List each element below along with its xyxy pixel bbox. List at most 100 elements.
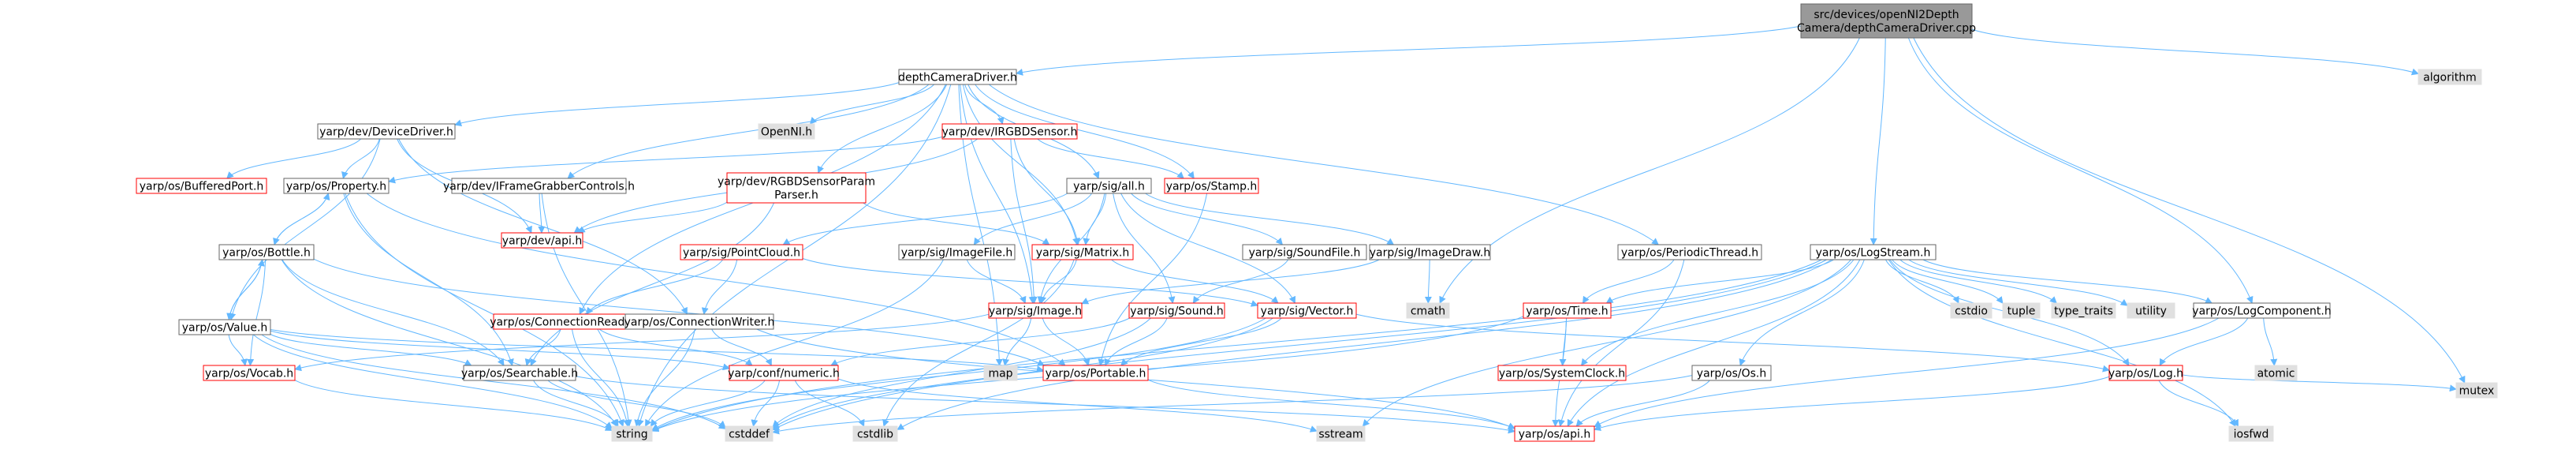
- node-root[interactable]: src/devices/openNI2DepthCamera/depthCame…: [1797, 3, 1976, 39]
- edge-Bottle_h-to-Property_h: [274, 193, 330, 245]
- node-SoundFile-h[interactable]: yarp/sig/SoundFile.h: [1242, 244, 1367, 260]
- node-Log-h[interactable]: yarp/os/Log.h: [2108, 365, 2183, 381]
- node-label: yarp/sig/Image.h: [989, 305, 1082, 318]
- node-box: [1617, 244, 1762, 260]
- node-label: atomic: [2257, 368, 2295, 380]
- node-label: yarp/dev/RGBDSensorParam: [718, 176, 875, 189]
- node-Value-h[interactable]: yarp/os/Value.h: [178, 319, 271, 335]
- node-label: yarp/os/Bottle.h: [222, 247, 311, 260]
- node-Stamp-h[interactable]: yarp/os/Stamp.h: [1164, 178, 1259, 194]
- edge-LogStream_h-to-cstdlib: [897, 259, 1832, 430]
- edge-sig_all_h-to-ImageFile_h: [973, 193, 1093, 245]
- node-box: [1164, 178, 1259, 194]
- node-BufferedPort-h[interactable]: yarp/os/BufferedPort.h: [136, 178, 267, 194]
- edge-Os_h-to-os_api_h: [1575, 380, 1710, 427]
- node-Vocab-h[interactable]: yarp/os/Vocab.h: [203, 365, 296, 381]
- node-label: yarp/conf/numeric.h: [728, 368, 840, 380]
- node-Vector-h[interactable]: yarp/sig/Vector.h: [1257, 302, 1357, 319]
- node-box: [1042, 365, 1149, 381]
- node-ConnectionWriter-h[interactable]: yarp/os/ConnectionWriter.h: [624, 313, 775, 330]
- node-sig-all-h[interactable]: yarp/sig/all.h: [1066, 178, 1152, 194]
- edge-depthCameraDriver_h-to-RGBDSensorParamParser_h: [817, 84, 948, 174]
- edge-PointCloud_h-to-ConnectionReader_h: [586, 259, 724, 315]
- node-box: [1369, 244, 1491, 260]
- node-label: yarp/sig/Vector.h: [1261, 305, 1354, 318]
- node-Sound-h[interactable]: yarp/sig/Sound.h: [1128, 302, 1225, 319]
- node-utility: utility: [2127, 302, 2175, 319]
- node-Matrix-h[interactable]: yarp/sig/Matrix.h: [1031, 244, 1134, 260]
- node-os-api-h[interactable]: yarp/os/api.h: [1514, 425, 1595, 442]
- edge-Value_h-to-Bottle_h: [228, 259, 265, 320]
- node-iosfwd: iosfwd: [2228, 425, 2274, 442]
- edge-depthCameraDriver_h-to-IFrameGrabberControls_h: [567, 84, 930, 179]
- node-box: [463, 365, 576, 381]
- node-LogStream-h[interactable]: yarp/os/LogStream.h: [1810, 244, 1937, 260]
- node-box: [2418, 69, 2482, 85]
- edge-PointCloud_h-to-Vector_h: [802, 258, 1258, 307]
- node-box: [758, 123, 815, 140]
- node-Searchable-h[interactable]: yarp/os/Searchable.h: [461, 365, 578, 381]
- node-PointCloud-h[interactable]: yarp/sig/PointCloud.h: [680, 244, 803, 260]
- node-label: yarp/dev/IFrameGrabberControls.h: [443, 181, 635, 193]
- node-dev-api-h[interactable]: yarp/dev/api.h: [501, 232, 583, 249]
- node-box: [680, 244, 803, 260]
- edge-root-to-LogComponent_h: [1907, 37, 2254, 304]
- edge-LogStream_h-to-type_traits: [1899, 259, 2057, 304]
- node-Image-h[interactable]: yarp/sig/Image.h: [988, 302, 1083, 319]
- edge-LogStream_h-to-Os_h: [1739, 259, 1865, 366]
- node-ConnectionReader-h[interactable]: yarp/os/ConnectionReader.h: [490, 313, 646, 330]
- node-box: [611, 425, 653, 442]
- node-box: [2002, 302, 2041, 319]
- edge-ImageDraw_h-to-Image_h: [1081, 259, 1380, 305]
- edge-ConnectionReader_h-to-string: [571, 328, 631, 427]
- node-label: yarp/sig/Matrix.h: [1036, 247, 1129, 260]
- edge-Vector_h-to-Log_h: [1355, 313, 2110, 373]
- node-label: yarp/os/Property.h: [286, 181, 386, 193]
- edge-LogStream_h-to-os_api_h: [1567, 259, 1861, 427]
- node-SystemClock-h[interactable]: yarp/os/SystemClock.h: [1497, 365, 1627, 381]
- node-depthCameraDriver-h[interactable]: depthCameraDriver.h: [898, 69, 1017, 85]
- node-Time-h[interactable]: yarp/os/Time.h: [1523, 302, 1612, 319]
- node-cstdio: cstdio: [1950, 302, 1993, 319]
- edge-ImageFile_h-to-string: [645, 259, 944, 427]
- node-box: [941, 123, 1078, 140]
- node-ImageFile-h[interactable]: yarp/sig/ImageFile.h: [898, 244, 1016, 260]
- node-ImageDraw-h[interactable]: yarp/sig/ImageDraw.h: [1369, 244, 1491, 260]
- node-Os-h[interactable]: yarp/os/Os.h: [1691, 365, 1772, 381]
- node-Bottle-h[interactable]: yarp/os/Bottle.h: [218, 244, 315, 260]
- node-DeviceDriver-h[interactable]: yarp/dev/DeviceDriver.h: [317, 123, 456, 140]
- edge-IRGBDSensor_h-to-Image_h: [1010, 138, 1038, 304]
- node-box: [2127, 302, 2175, 319]
- edge-LogComponent_h-to-os_api_h: [1594, 317, 2220, 428]
- edge-LogStream_h-to-Time_h: [1605, 259, 1834, 304]
- edge-RGBDSensorParamParser_h-to-Matrix_h: [863, 202, 1050, 245]
- node-label: yarp/os/LogComponent.h: [2192, 305, 2331, 318]
- node-label: yarp/os/Value.h: [182, 322, 268, 335]
- node-box: [178, 319, 271, 335]
- node-label: mutex: [2459, 385, 2495, 398]
- edge-IFrameGrabberControls_h-to-string: [541, 193, 632, 427]
- edge-depthCameraDriver_h-to-Image_h: [960, 84, 1036, 304]
- node-label: tuple: [2007, 305, 2036, 318]
- node-IRGBDSensor-h[interactable]: yarp/dev/IRGBDSensor.h: [941, 123, 1078, 140]
- node-IFrameGrabberControls-h[interactable]: yarp/dev/IFrameGrabberControls.h: [443, 178, 635, 194]
- node-PeriodicThread-h[interactable]: yarp/os/PeriodicThread.h: [1617, 244, 1762, 260]
- edge-Value_h-to-Searchable_h: [270, 334, 472, 366]
- edge-numeric_h-to-string: [650, 380, 766, 427]
- node-box: [1950, 302, 1993, 319]
- node-box: [2254, 365, 2298, 381]
- edge-numeric_h-to-cstddef: [751, 380, 781, 427]
- node-mutex: mutex: [2455, 382, 2498, 399]
- node-numeric-h[interactable]: yarp/conf/numeric.h: [728, 365, 840, 381]
- node-Property-h[interactable]: yarp/os/Property.h: [283, 178, 390, 194]
- edge-Value_h-to-numeric_h: [270, 330, 730, 371]
- node-label: string: [616, 429, 647, 441]
- node-Portable-h[interactable]: yarp/os/Portable.h: [1042, 365, 1149, 381]
- node-string: string: [611, 425, 653, 442]
- node-label: yarp/os/Os.h: [1697, 368, 1766, 380]
- edge-sig_all_h-to-ImageDraw_h: [1145, 193, 1395, 245]
- node-LogComponent-h[interactable]: yarp/os/LogComponent.h: [2192, 302, 2332, 319]
- edge-Portable_h-to-os_api_h: [1147, 379, 1515, 429]
- node-label: yarp/os/SystemClock.h: [1499, 368, 1625, 380]
